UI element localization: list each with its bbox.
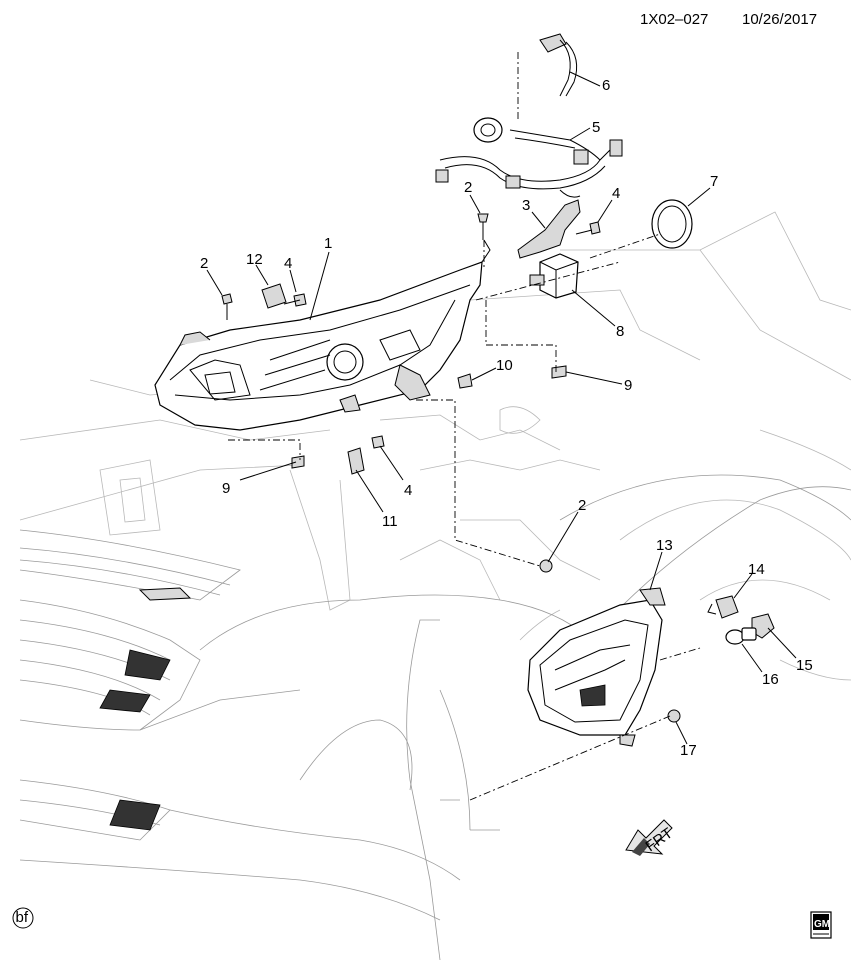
callout-4-top: 4 — [612, 185, 620, 202]
wiring-harness — [435, 117, 623, 198]
callout-4-lower: 4 — [404, 482, 412, 499]
fog-lamp-assembly — [527, 587, 666, 747]
callout-5: 5 — [592, 119, 600, 136]
gm-logo: GM — [810, 911, 832, 939]
alignment-lines — [228, 52, 701, 801]
callout-labels: 1 2 2 2 3 4 4 4 5 6 7 8 9 9 10 11 12 13 … — [200, 77, 813, 759]
ballast-module — [529, 253, 579, 299]
fender-outline — [199, 474, 851, 961]
dust-cap — [651, 199, 693, 249]
callout-7: 7 — [710, 173, 718, 190]
callout-9-right: 9 — [624, 377, 632, 394]
callout-3: 3 — [522, 197, 530, 214]
diagram-date: 10/26/2017 — [742, 11, 817, 28]
gm-logo-text: GM — [814, 919, 830, 930]
callout-9-left: 9 — [222, 480, 230, 497]
diagram-code: 1X02–027 — [640, 11, 708, 28]
callout-14: 14 — [748, 561, 765, 578]
connector-cable — [539, 33, 578, 97]
grille-and-bumper — [19, 529, 461, 921]
callout-2-lower: 2 — [578, 497, 586, 514]
callout-2-top-left: 2 — [200, 255, 208, 272]
front-direction-indicator: FRT — [625, 819, 676, 856]
callout-2-top: 2 — [464, 179, 472, 196]
headlamp-assembly — [154, 239, 491, 431]
callout-8: 8 — [616, 323, 624, 340]
corner-mark-text: bf — [16, 909, 29, 926]
callout-15: 15 — [796, 657, 813, 674]
bracket — [517, 199, 581, 259]
corner-mark: bf — [12, 907, 34, 929]
fog-lamp-bulb-parts — [707, 595, 775, 645]
leader-lines — [206, 71, 797, 745]
callout-4-top-left: 4 — [284, 255, 292, 272]
callout-12: 12 — [246, 251, 263, 268]
callout-16: 16 — [762, 671, 779, 688]
fasteners — [221, 213, 681, 723]
callout-6: 6 — [602, 77, 610, 94]
callout-17: 17 — [680, 742, 697, 759]
callout-10: 10 — [496, 357, 513, 374]
callout-1: 1 — [324, 235, 332, 252]
callout-13: 13 — [656, 537, 673, 554]
callout-11: 11 — [382, 513, 398, 530]
